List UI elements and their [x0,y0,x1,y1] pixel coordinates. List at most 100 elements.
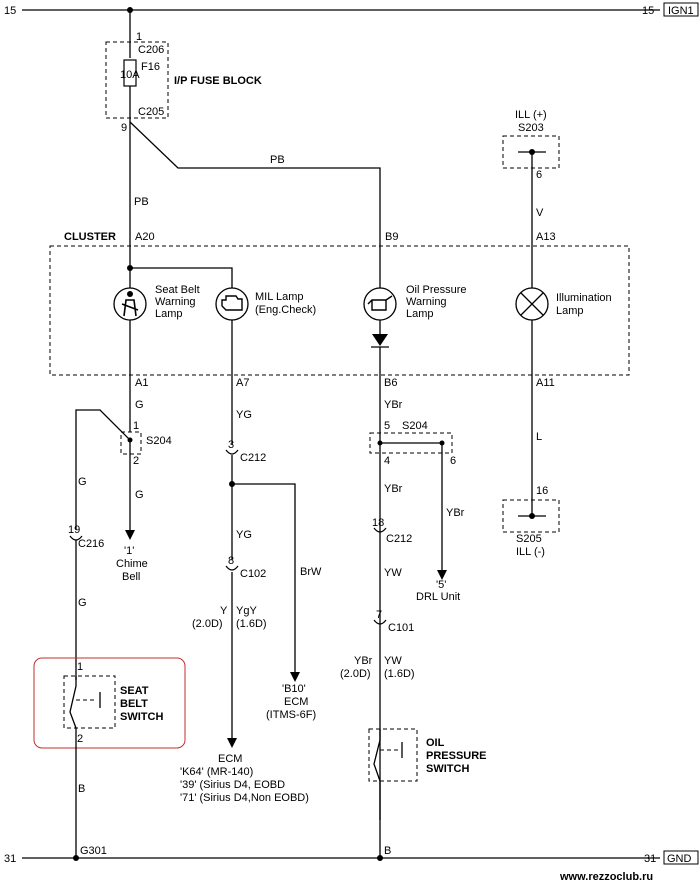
wire-pb-h: PB [270,154,285,166]
ecm-title: ECM [218,753,242,765]
s205-name: S205 [516,533,542,545]
fuse-pin9: 9 [121,122,127,134]
mil-lamp-l2: (Eng.Check) [255,304,316,316]
engine-check-icon [215,287,249,321]
wire-g4: G [78,597,87,609]
seatbelt-icon-body [121,299,139,317]
cluster-pin-a13: A13 [536,231,556,243]
c212b-pin: 18 [372,517,384,529]
ign-left-label: 15 [4,5,16,17]
c212a-pin: 3 [228,439,234,451]
cluster-pin-b9: B9 [385,231,398,243]
diode-icon [372,334,388,346]
fuse-rating: 10A [120,69,140,81]
mil-feed-wire [130,267,233,288]
c102-v20: (2.0D) [192,618,223,630]
lamp-cross-icon [520,292,544,316]
wire-pb-v: PB [134,196,149,208]
s205-label: ILL (-) [516,546,545,558]
s204b-pin6: 6 [450,455,456,467]
wire-yw: YW [384,567,402,579]
s205-dot [529,513,535,519]
oil-switch-l3: SWITCH [426,763,469,775]
seat-switch-pin1: 1 [77,661,83,673]
seat-switch-pin2: 2 [77,733,83,745]
wire-ybr2: YBr [446,507,465,519]
gnd-b-label: B [384,845,391,857]
seatbelt-switch-wire [75,409,131,530]
drl-label: DRL Unit [416,591,460,603]
cluster-pin-a20: A20 [135,231,155,243]
s203-pin: 6 [536,169,542,181]
chime-l1: Chime [116,558,148,570]
wire-g3: G [78,476,87,488]
itms-arrow-icon [290,672,300,682]
seat-switch-outline [63,675,116,729]
s204a-pin1: 1 [133,420,139,432]
c212a-name: C212 [240,452,266,464]
g301-dot [73,855,79,861]
wire-b: B [78,783,85,795]
oil-ground-dot [377,855,383,861]
chime-l2: Bell [122,571,140,583]
s203-top-label: ILL (+) [515,109,547,121]
ecm-arrow-icon [227,738,237,748]
wire-ybr1: YBr [384,399,403,411]
c102-ygy: YgY [236,605,257,617]
c101-v20: (2.0D) [340,668,371,680]
c101-yw: YW [384,655,402,667]
wire-yg2: YG [236,529,252,541]
wire-brw: BrW [300,566,322,578]
wire-g1: G [135,399,144,411]
s204b-pin4: 4 [384,455,390,467]
ecm-l3: '71' (Sirius D4,Non EOBD) [180,792,309,804]
c216-name: C216 [78,538,104,550]
cluster-outline [49,245,630,376]
seat-switch-highlight [33,657,186,749]
oil-switch-contact [373,729,381,782]
gnd-tag: GND [667,853,692,865]
fuse-pin1: 1 [136,31,142,43]
wire-ybr3: YBr [384,483,403,495]
s204a-name: S204 [146,435,172,447]
cluster-pin-b6: B6 [384,377,397,389]
chime-pin: '1' [124,545,134,557]
itms-branch-wire [232,483,296,672]
engine-icon-shape [221,295,243,311]
s203-name: S203 [518,122,544,134]
c102-pin: 8 [228,555,234,567]
oil-lamp-l3: Lamp [406,308,434,320]
wire-yg1: YG [236,409,252,421]
drl-pin: '5' [436,579,446,591]
cluster-title: CLUSTER [64,231,116,243]
watermark: www.rezzoclub.ru [559,871,653,883]
oil-can-shape [367,295,393,311]
ecm-b10-pin: 'B10' [282,683,306,695]
seatbelt-lamp-l3: Lamp [155,308,183,320]
seat-switch-contact [69,676,77,729]
gnd-tag-box [663,850,699,865]
s204b-outline [369,432,453,454]
fuse-block-outline [105,41,169,119]
seat-switch-l2: BELT [120,698,148,710]
c101-connector-icon [373,619,387,625]
c212b-name: C212 [386,533,412,545]
ign1-tag-box [663,2,699,17]
seat-switch-l3: SWITCH [120,711,163,723]
s205-outline [502,499,560,533]
fuse-name: F16 [141,61,160,73]
seatbelt-icon-head [127,291,133,297]
gnd-left-label: 31 [4,853,16,865]
c101-ybr: YBr [354,655,373,667]
s203-outline [502,135,560,169]
c101-pin: 7 [376,609,382,621]
fuse-conn-top: C206 [138,44,164,56]
s205-pin: 16 [536,485,548,497]
s204a-outline [120,431,142,455]
c102-v16: (1.6D) [236,618,267,630]
ecm-l1: 'K64' (MR-140) [180,766,253,778]
c101-name: C101 [388,622,414,634]
ecm-b10-l2: (ITMS-6F) [266,709,316,721]
cluster-pin-a1: A1 [135,377,148,389]
